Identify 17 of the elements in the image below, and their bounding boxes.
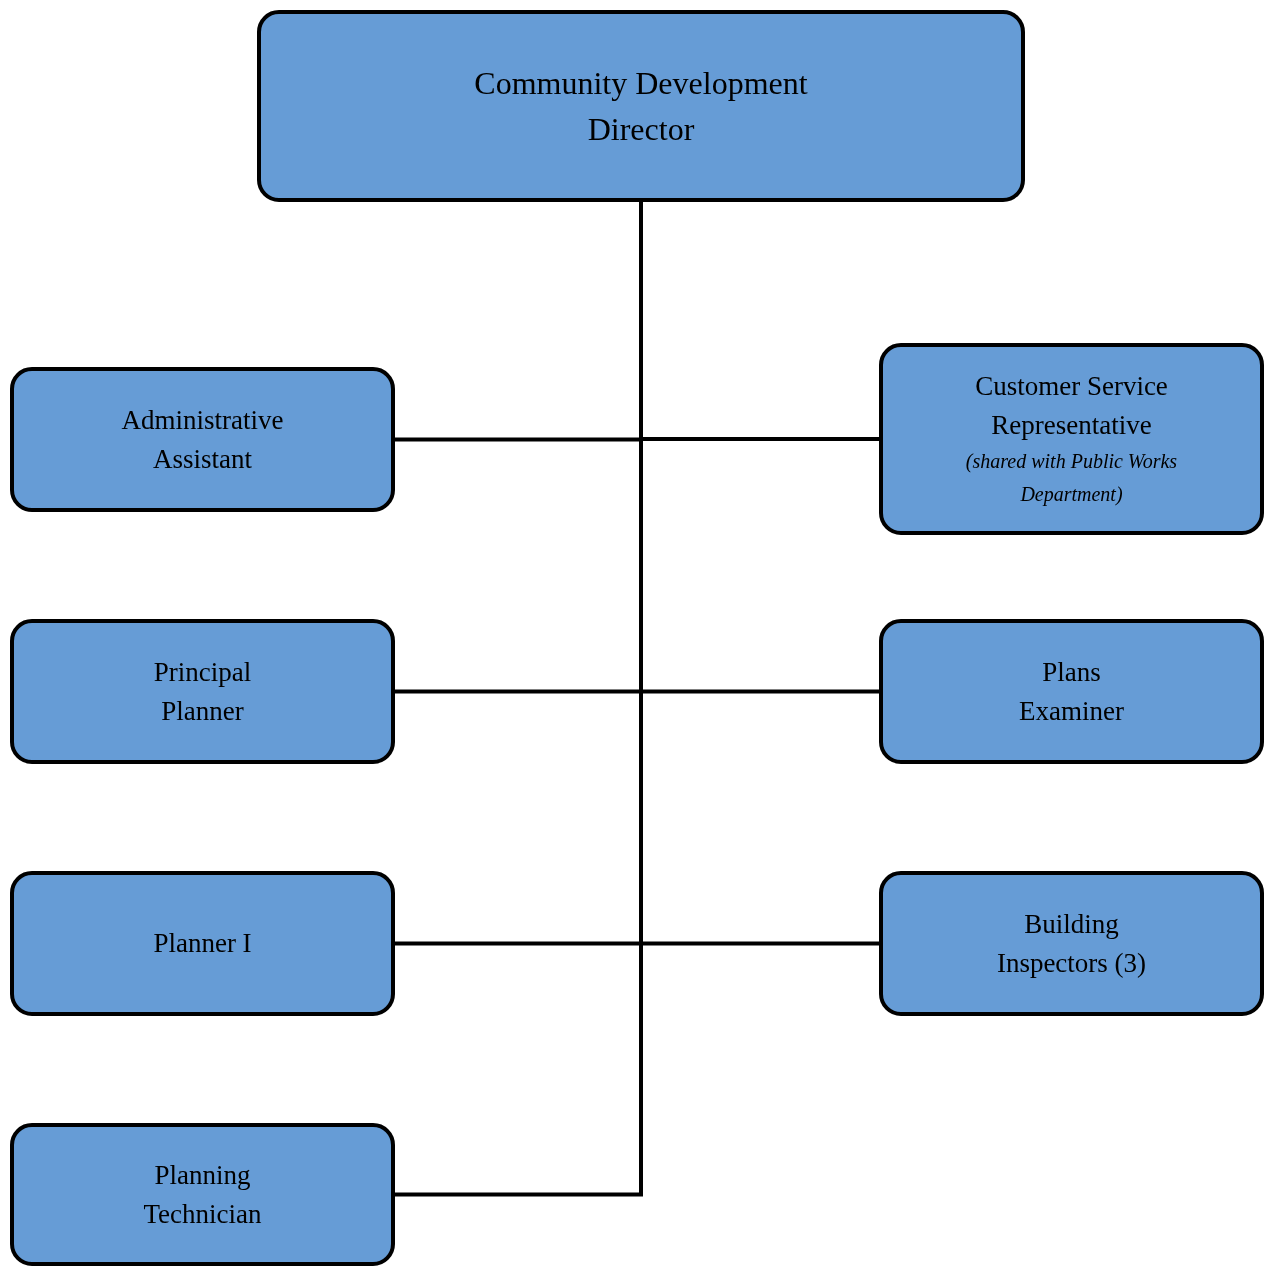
position-title: Planning Technician [142, 1158, 263, 1231]
position-title: Principal Planner [152, 655, 253, 728]
position-title: Planner I [153, 927, 252, 960]
position-box [879, 343, 1264, 535]
position-title: Customer Service Representative [974, 370, 1169, 442]
position-box [10, 1123, 395, 1266]
position-box [879, 871, 1264, 1016]
position-title: Community Development Director [473, 64, 809, 149]
position-title: Administrative Assistant [120, 403, 285, 476]
position-box [10, 871, 395, 1016]
position-title: Building Inspectors (3) [995, 907, 1148, 980]
position-box [10, 619, 395, 764]
position-box [257, 10, 1025, 202]
position-note: (shared with Public Works Department) [964, 449, 1179, 508]
position-box [10, 367, 395, 512]
position-box [879, 619, 1264, 764]
position-title: Plans Examiner [1018, 655, 1125, 728]
